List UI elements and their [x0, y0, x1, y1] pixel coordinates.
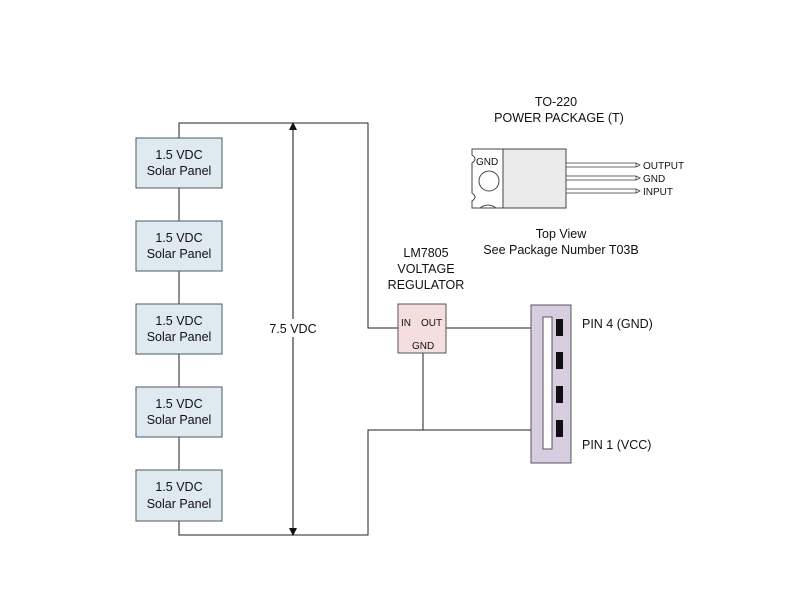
solar-panel-label: Solar Panel: [147, 413, 212, 427]
voltage-label: 7.5 VDC: [269, 322, 316, 336]
solar-panel-label: Solar Panel: [147, 164, 212, 178]
wire-negative: [178, 429, 531, 536]
package-title-line1: TO-220: [535, 95, 577, 109]
pin1-label: PIN 1 (VCC): [582, 438, 651, 452]
connector-pin-2: [556, 386, 563, 403]
package-body: [502, 148, 567, 209]
lead-input: [565, 188, 637, 194]
regulator-out-label: OUT: [421, 318, 442, 329]
connector-slot: [542, 316, 553, 450]
package-tab-notch: [479, 204, 497, 209]
solar-panel-label: Solar Panel: [147, 497, 212, 511]
voltage-label-bg: [262, 319, 324, 337]
solar-panel-box: [135, 220, 223, 272]
solar-panel-4: 1.5 VDC Solar Panel: [135, 386, 223, 438]
connector: PIN 4 (GND) PIN 1 (VCC): [530, 304, 653, 464]
solar-panel-2: 1.5 VDC Solar Panel: [135, 220, 223, 272]
package-leads: [565, 162, 641, 194]
solar-panel-label: Solar Panel: [147, 247, 212, 261]
voltage-regulator: LM7805 VOLTAGE REGULATOR IN OUT GND: [388, 246, 465, 354]
package-gnd-label: GND: [476, 157, 498, 168]
regulator-in-label: IN: [401, 318, 411, 329]
solar-panel-3: 1.5 VDC Solar Panel: [135, 303, 223, 355]
solar-panel-voltage: 1.5 VDC: [155, 314, 202, 328]
wire-positive: [178, 122, 398, 329]
solar-panel-box: [135, 469, 223, 522]
connector-pin-1: [556, 420, 563, 437]
solar-panel-5: 1.5 VDC Solar Panel: [135, 469, 223, 522]
solar-panel-box: [135, 303, 223, 355]
solar-panel-voltage: 1.5 VDC: [155, 148, 202, 162]
lead-input-label: INPUT: [643, 187, 673, 198]
regulator-title-line3: REGULATOR: [388, 278, 465, 292]
solar-panel-voltage: 1.5 VDC: [155, 397, 202, 411]
lead-gnd: [565, 175, 637, 181]
regulator-title-line2: VOLTAGE: [397, 262, 454, 276]
lead-output: [565, 162, 637, 168]
lead-output-label: OUTPUT: [643, 161, 684, 172]
package-caption-line2: See Package Number T03B: [483, 243, 638, 257]
solar-panel-voltage: 1.5 VDC: [155, 231, 202, 245]
solar-panel-label: Solar Panel: [147, 330, 212, 344]
connector-pin-3: [556, 352, 563, 369]
regulator-title-line1: LM7805: [403, 246, 448, 260]
regulator-gnd-label: GND: [412, 341, 434, 352]
solar-panel-1: 1.5 VDC Solar Panel: [135, 137, 223, 189]
solar-panel-box: [135, 137, 223, 189]
package-caption-line1: Top View: [536, 227, 587, 241]
solar-panel-box: [135, 386, 223, 438]
to220-package: TO-220 POWER PACKAGE (T) GND OUTPUT GND …: [471, 95, 684, 257]
package-title-line2: POWER PACKAGE (T): [494, 111, 624, 125]
pin4-label: PIN 4 (GND): [582, 317, 653, 331]
lead-gnd-label: GND: [643, 174, 665, 185]
solar-panel-voltage: 1.5 VDC: [155, 480, 202, 494]
connector-pin-4: [556, 319, 563, 336]
package-mounting-hole: [478, 170, 500, 192]
regulator-box: [397, 303, 447, 354]
wires: [178, 122, 531, 536]
